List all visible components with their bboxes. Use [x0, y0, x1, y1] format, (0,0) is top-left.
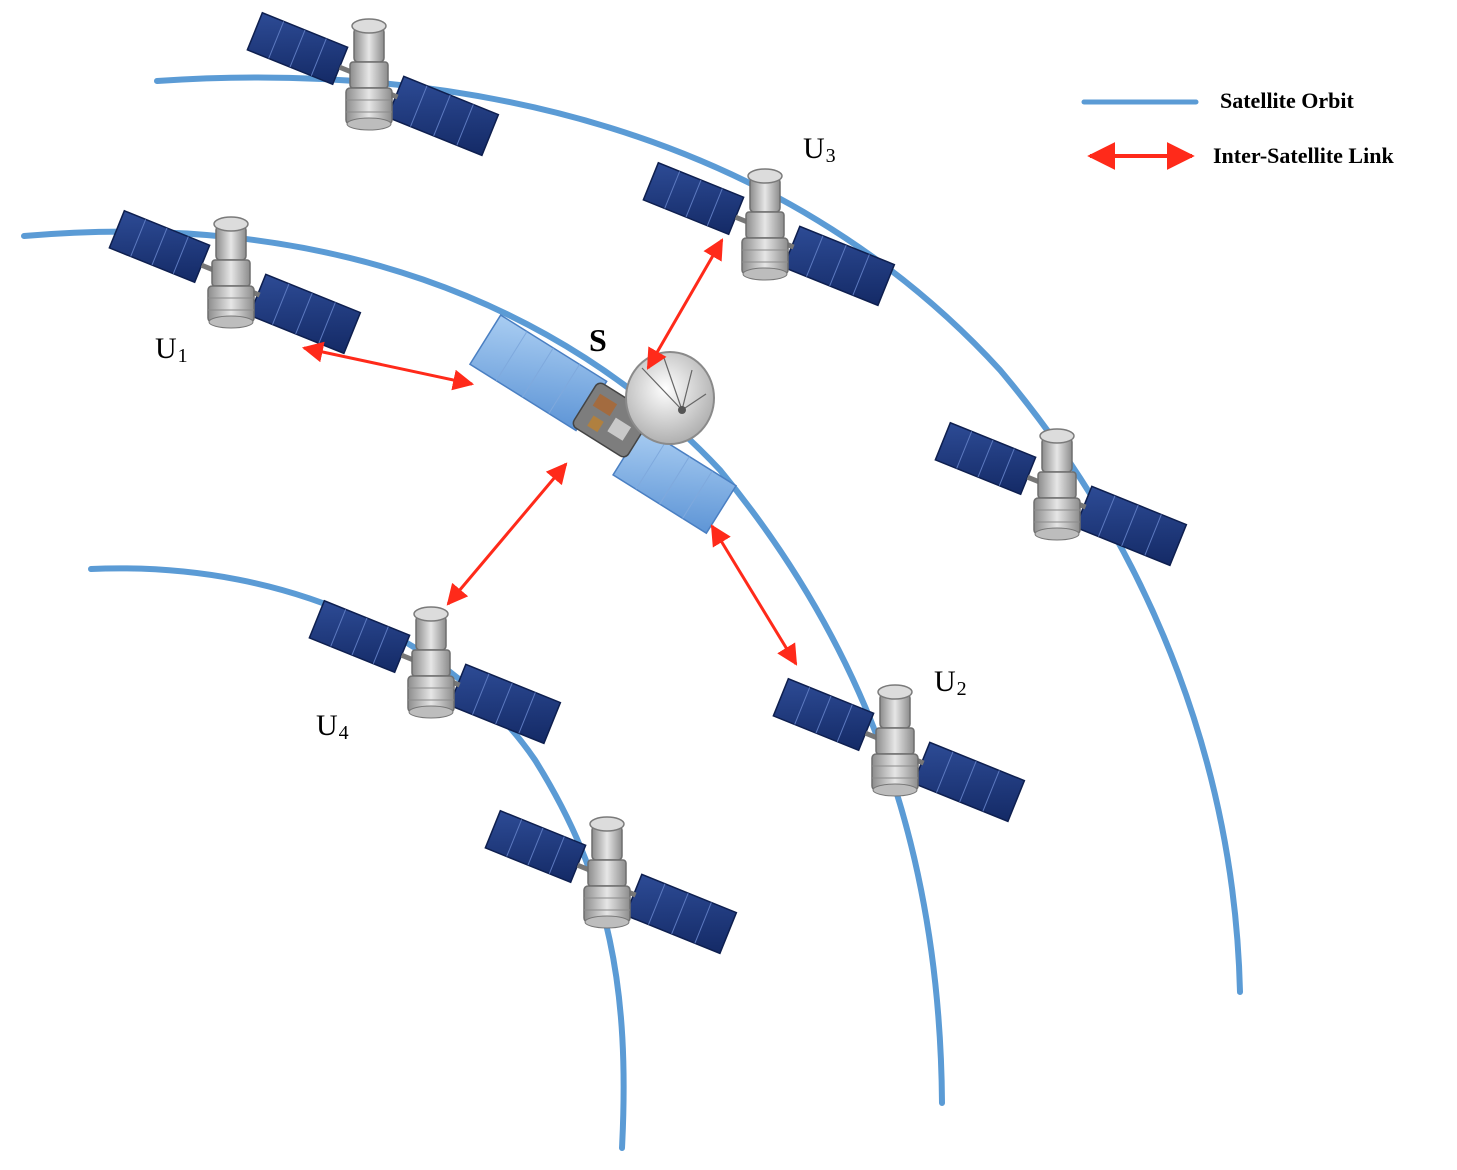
label-u4-main: U: [316, 709, 338, 742]
label-u1-main: U: [155, 332, 177, 365]
links: [301, 238, 798, 666]
label-u4: U4: [316, 709, 349, 744]
satellite-u3: [638, 162, 898, 307]
label-u3-main: U: [803, 132, 825, 165]
legend-link-label: Inter-Satellite Link: [1213, 143, 1394, 168]
label-u2-sub: 2: [956, 678, 967, 700]
orbit-inner: [88, 565, 627, 1151]
satellite-top-left: [242, 12, 502, 157]
link-s-u4: [446, 462, 568, 606]
label-u1: U1: [155, 332, 188, 367]
orbits: [21, 74, 1243, 1151]
label-u4-sub: 4: [338, 722, 349, 744]
legend: [1081, 99, 1199, 170]
link-s-u3: [646, 238, 724, 370]
satellite-u1: [104, 210, 364, 355]
label-s: S: [589, 322, 607, 358]
label-u3: U3: [803, 132, 836, 167]
label-u2: U2: [934, 665, 967, 700]
satellite-right: [930, 422, 1190, 567]
label-u3-sub: 3: [825, 145, 836, 167]
link-s-u2: [710, 524, 798, 666]
legend-orbit-label: Satellite Orbit: [1220, 88, 1354, 113]
label-u2-main: U: [934, 665, 956, 698]
orbit-middle: [21, 228, 945, 1106]
link-s-u1: [301, 341, 475, 391]
label-u1-sub: 1: [177, 345, 188, 367]
